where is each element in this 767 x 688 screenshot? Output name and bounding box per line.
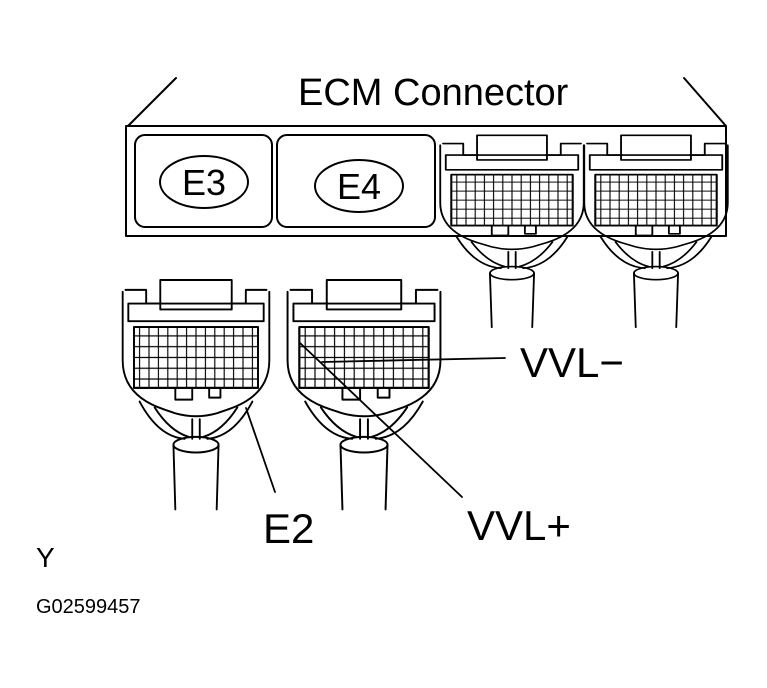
e4-socket [276,134,436,228]
plug-upper-left [439,134,585,329]
ecm-housing [125,77,727,237]
e4-marker [314,159,404,213]
e3-socket [134,134,273,228]
plug-e2-connector [121,279,271,511]
vvl-minus-leader [321,357,506,363]
vvl-minus-label: VVL− [520,339,624,386]
vvl-plus-label: VVL+ [467,502,571,549]
figure-letter: Y [36,542,55,573]
vvl-plus-leader [299,342,463,498]
figure-code: G02599457 [36,596,141,618]
e2-leader [245,407,276,493]
diagram-title: ECM Connector [298,72,569,114]
plug-upper-right [583,134,729,329]
e3-marker [159,155,249,209]
leader-lines [245,342,506,498]
plug-vvl-connector [286,279,442,511]
e2-label: E2 [263,505,315,552]
